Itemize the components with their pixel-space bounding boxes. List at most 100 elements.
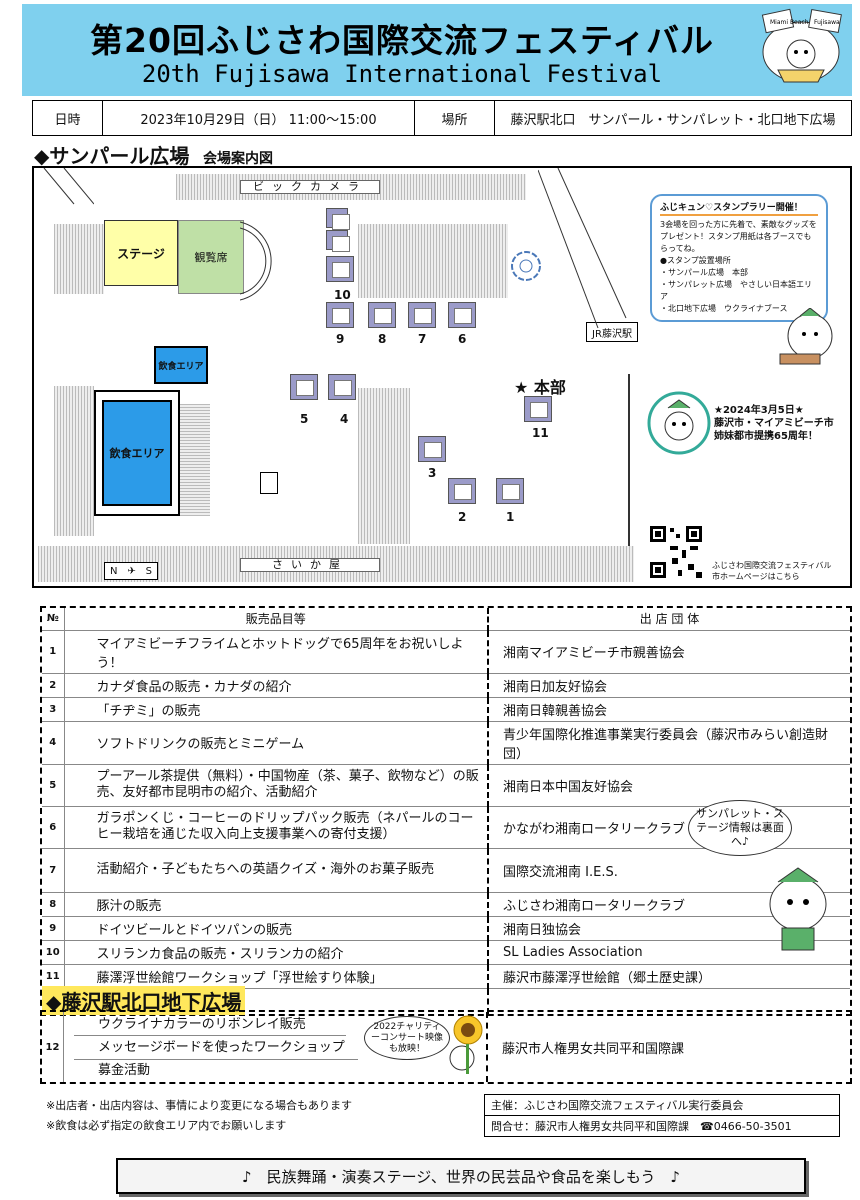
row-no: 9 [42, 916, 65, 941]
mascot-waving-icon [769, 867, 827, 951]
underground-no: 12 [42, 1012, 64, 1082]
map-section-title: ◆サンパール広場 会場案内図 [34, 140, 273, 169]
audience-seating: 観覧席 [178, 220, 244, 294]
booth-9-number: 9 [336, 332, 345, 346]
row-no: 11 [42, 964, 65, 989]
booth-7-number: 7 [418, 332, 427, 346]
row-item: ソフトドリンクの販売とミニゲーム [64, 721, 489, 765]
booth-10 [326, 256, 354, 282]
row-group: 湘南日本中国友好協会 [488, 764, 850, 807]
row-no: 3 [42, 697, 65, 722]
underground-item-1: ウクライナカラーのリボンレイ販売 [74, 1014, 346, 1036]
logo-text-miami: Miami Beach [770, 19, 809, 26]
logo-text-fujisawa: Fujisawa [814, 19, 840, 26]
row-no: 1 [42, 630, 65, 674]
map-section-subtitle: 会場案内図 [202, 151, 273, 167]
left-lower-building [54, 386, 94, 536]
row-item: 活動紹介・子どもたちへの英語クイズ・海外のお菓子販売 [64, 848, 489, 893]
booth-5-number: 5 [300, 412, 309, 426]
booth-6-number: 6 [458, 332, 467, 346]
row-item: カナダ食品の販売・カナダの紹介 [64, 673, 489, 698]
title-japanese: 第20回ふじさわ国際交流フェスティバル [90, 21, 714, 60]
corner-lines-icon [43, 168, 94, 205]
bottom-banner: ♪ 民族舞踊・演奏ステージ、世界の民芸品や食品を楽しもう ♪ [116, 1158, 806, 1194]
stage-area: ステージ [104, 220, 178, 286]
table-header-row: № 販売品目等 出 店 団 体 [42, 608, 850, 631]
qr-caption: ふじさわ国際交流フェスティバル 市ホームページはこちら [712, 560, 832, 582]
compass-north: N [109, 565, 118, 577]
map-section-heading: ◆サンパール広場 [34, 144, 190, 168]
food-area-big: 飲食エリア [102, 400, 172, 506]
saikaya-label: さいか屋 [240, 558, 380, 572]
row-group: 湘南日加友好協会 [488, 673, 850, 698]
date-value: 2023年10月29日（日） 11:00～15:00 [103, 101, 415, 135]
stamp-place-3: ・北口地下広場 ウクライナブース [660, 304, 788, 313]
row-item: 豚汁の販売 [64, 892, 489, 917]
place-label: 場所 [415, 101, 495, 135]
compass-arrow-icon: ✈ [127, 565, 136, 577]
booth-3 [418, 436, 446, 462]
sister-city-note: ★2024年3月5日★ 藤沢市・マイアミビーチ市 姉妹都市提携65周年！ [714, 404, 834, 443]
header-banner: 第20回ふじさわ国際交流フェスティバル 20th Fujisawa Intern… [22, 4, 852, 96]
underground-item-3: 募金活動 [98, 1063, 151, 1078]
festival-mascot-logo-icon: Miami Beach Fujisawa [761, 8, 842, 83]
row-no: 10 [42, 940, 65, 965]
headquarters-label: ★ 本部 [514, 378, 566, 397]
notes: ※出店者・出店内容は、事情により変更になる場合もあります ※飲食は必ず指定の飲食… [46, 1096, 352, 1136]
row-item: 藤澤浮世絵館ワークショップ「浮世絵すり体験」 [64, 964, 489, 989]
central-building [358, 224, 508, 298]
kiosk [260, 472, 278, 494]
booth-2-number: 2 [458, 510, 467, 524]
booth-5 [290, 374, 318, 400]
booth-11 [524, 396, 552, 422]
qr-caption-line2: 市ホームページはこちら [712, 572, 800, 581]
booth-6 [448, 302, 476, 328]
booth-8-number: 8 [378, 332, 387, 346]
qr-caption-line1: ふじさわ国際交流フェスティバル [712, 561, 832, 570]
booth-11-number: 11 [532, 426, 549, 440]
qr-code-icon[interactable] [648, 524, 704, 580]
sister-city-mascot-icon [647, 391, 711, 455]
center-lower-building-a [358, 388, 410, 432]
booth-2 [448, 478, 476, 504]
row-group: かながわ湘南ロータリークラブ [488, 806, 850, 849]
booth-3-number: 3 [428, 466, 437, 480]
compass-south: S [145, 565, 153, 577]
row-no: 8 [42, 892, 65, 917]
booth-10-upper-b [326, 230, 350, 252]
underground-group: 藤沢市人権男女共同平和国際課 [502, 1041, 685, 1057]
stamp-places-title: ●スタンプ設置場所 [660, 256, 731, 265]
charity-note-bubble: 2022チャリティーコンサート映像も放映！ [364, 1016, 450, 1060]
row-item: マイアミビーチフライムとホットドッグで65周年をお祝いしよう！ [64, 630, 489, 674]
food-side-building [180, 404, 210, 516]
sister-city-line1: 藤沢市・マイアミビーチ市 [714, 418, 834, 429]
organizer-box: 主催：ふじさわ国際交流フェスティバル実行委員会 問合せ：藤沢市人権男女共同平和国… [484, 1094, 840, 1137]
row-group: 青少年国際化推進事業実行委員会（藤沢市みらい創造財団） [488, 721, 850, 765]
row-item: スリランカ食品の販売・スリランカの紹介 [64, 940, 489, 965]
road-lines-icon [538, 168, 627, 329]
sister-city-title: ★2024年3月5日★ [714, 405, 804, 416]
place-value: 藤沢駅北口 サンパール・サンパレット・北口地下広場 [510, 112, 836, 128]
food-area-small: 飲食エリア [154, 346, 208, 384]
underground-table: 12 ウクライナカラーのリボンレイ販売 メッセージボードを使ったワークショップ … [40, 1010, 852, 1084]
sister-city-line2: 姉妹都市提携65周年！ [714, 431, 818, 442]
underground-items: ウクライナカラーのリボンレイ販売 メッセージボードを使ったワークショップ 募金活… [64, 1012, 488, 1082]
stamp-place-1: ・サンパール広場 本部 [660, 268, 748, 277]
left-building [54, 224, 104, 294]
booth-1-number: 1 [506, 510, 515, 524]
venue-map: ビックカメラ ステージ 観覧席 10 9 8 7 6 飲食エリア 飲食エリア 5… [32, 166, 852, 588]
header-group: 出 店 団 体 [488, 608, 850, 631]
booth-4-number: 4 [340, 412, 349, 426]
bic-camera-label: ビックカメラ [240, 180, 380, 194]
row-no: 6 [42, 806, 65, 849]
row-item: 「チヂミ」の販売 [64, 697, 489, 722]
organizer-host: 主催：ふじさわ国際交流フェスティバル実行委員会 [485, 1095, 839, 1116]
sunflower-mascot-icon [449, 1015, 483, 1074]
row-group: SL Ladies Association [488, 940, 850, 965]
